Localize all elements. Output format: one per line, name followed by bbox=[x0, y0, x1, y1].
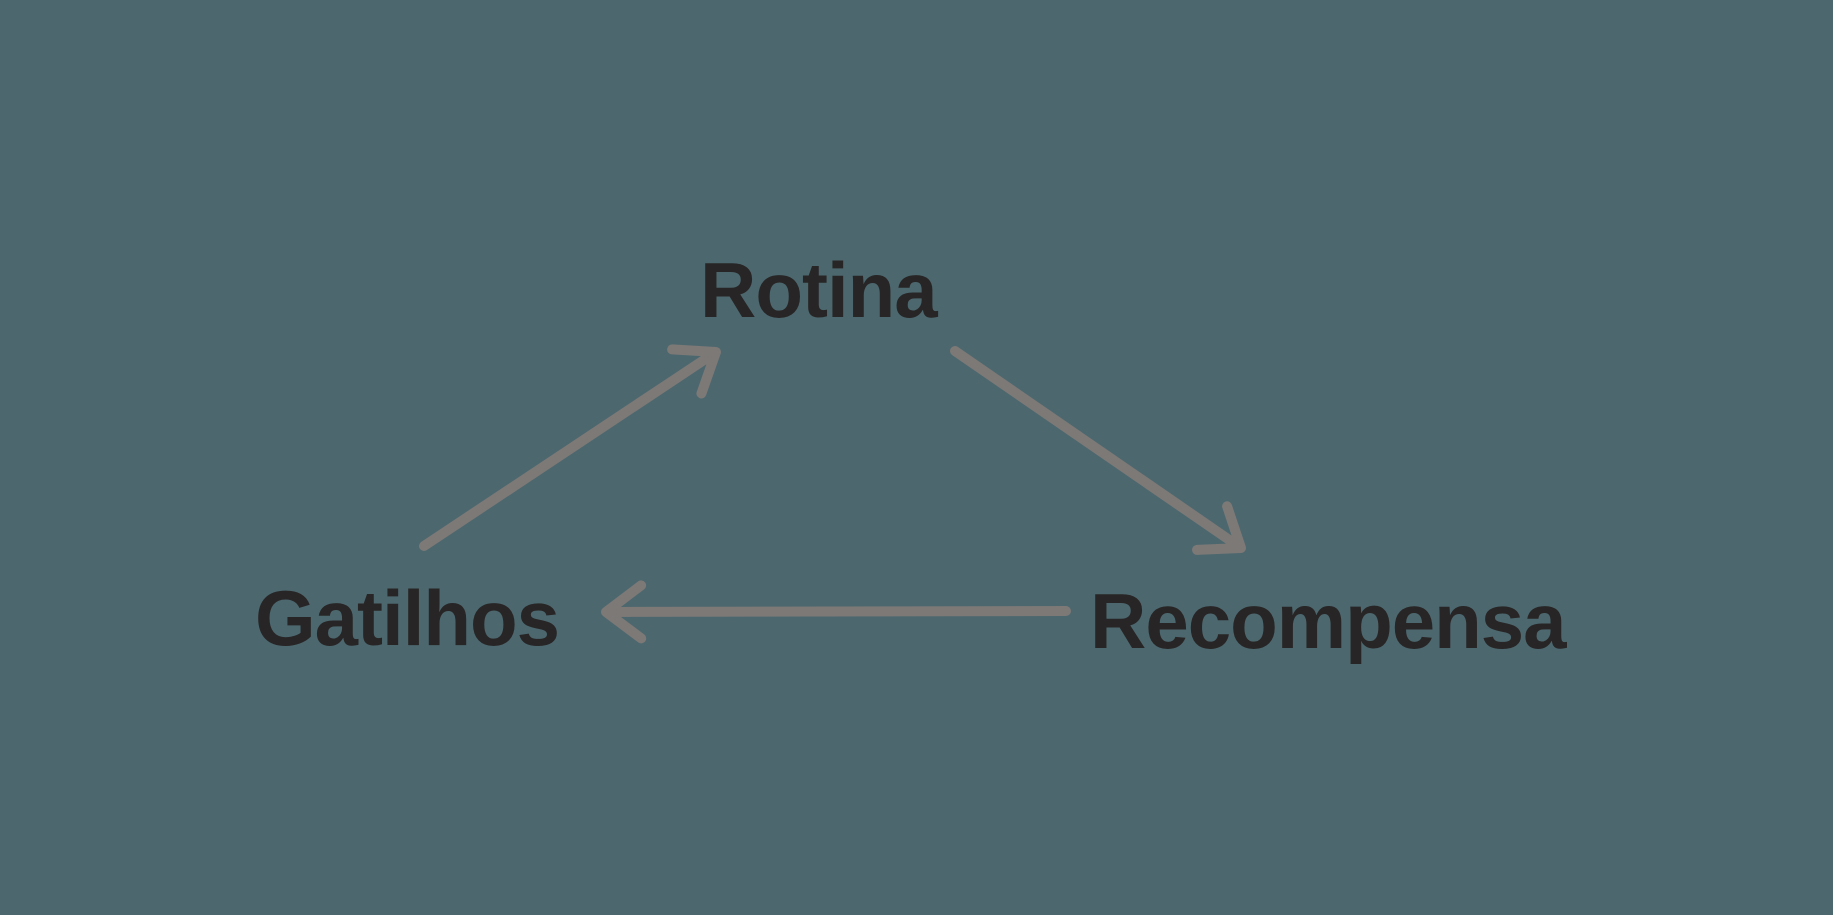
node-gatilhos: Gatilhos bbox=[255, 574, 560, 662]
node-rotina: Rotina bbox=[700, 246, 938, 334]
arrowhead-icon bbox=[1192, 501, 1246, 555]
arrow-rotina-to-recompensa bbox=[950, 346, 1246, 555]
arrow-shaft bbox=[613, 606, 1071, 617]
arrow-recompensa-to-gatilhos bbox=[601, 580, 1071, 644]
arrowhead-icon bbox=[667, 344, 721, 399]
node-recompensa: Recompensa bbox=[1090, 577, 1567, 665]
arrow-gatilhos-to-rotina bbox=[419, 344, 721, 551]
arrow-shaft bbox=[419, 353, 712, 551]
arrow-shaft bbox=[950, 346, 1237, 547]
arrowhead-icon bbox=[601, 580, 647, 644]
